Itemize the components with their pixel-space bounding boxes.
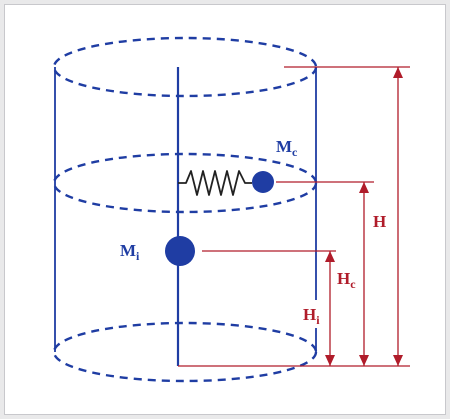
- spring: [178, 170, 252, 196]
- convective-height-label: Hc: [337, 269, 356, 291]
- arrow-Hi-bottom: [325, 355, 335, 366]
- arrow-Hc-top: [359, 182, 369, 193]
- Hc-label-bg: [335, 262, 361, 290]
- convective-mass-label: Mc: [276, 137, 298, 159]
- impulsive-mass-ball: [165, 236, 195, 266]
- total-height-label: H: [373, 212, 386, 231]
- arrow-H-bottom: [393, 355, 403, 366]
- liquid-surface-ellipse: [52, 152, 318, 214]
- convective-mass-ball: [252, 171, 274, 193]
- impulsive-mass-label: Mi: [120, 241, 140, 263]
- tank-top-ellipse: [52, 36, 318, 98]
- Hi-label-bg: [301, 300, 327, 328]
- arrow-H-top: [393, 67, 403, 78]
- tank-bottom-ellipse: [52, 321, 318, 383]
- arrow-Hc-bottom: [359, 355, 369, 366]
- arrow-Hi-top: [325, 251, 335, 262]
- impulsive-height-label: Hi: [303, 305, 320, 327]
- H-label-bg: [371, 208, 389, 232]
